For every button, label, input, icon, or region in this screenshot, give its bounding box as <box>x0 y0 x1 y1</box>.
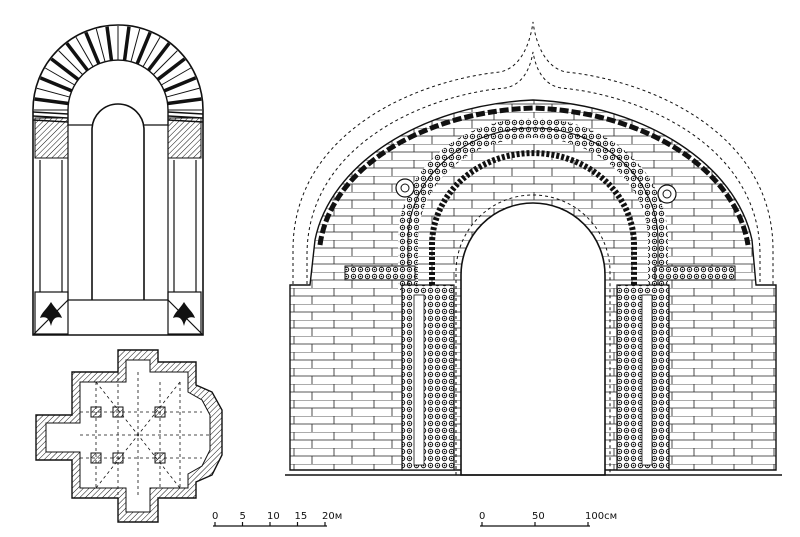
voussoir <box>32 111 69 115</box>
flower-ornament-right <box>173 302 195 326</box>
voussoir <box>153 50 178 75</box>
window-elevation <box>32 24 204 336</box>
window-voussoirs <box>32 26 204 123</box>
voussoir <box>167 111 204 115</box>
voussoir <box>50 57 80 81</box>
scale-portal-label: 0 <box>479 511 485 522</box>
scale-bar-plan: 0 5 10 15 20м <box>212 511 342 527</box>
voussoir <box>65 42 89 72</box>
voussoir <box>122 26 131 61</box>
voussoir <box>36 87 70 98</box>
voussoir <box>142 37 161 67</box>
voussoir <box>34 97 69 106</box>
rosette-right <box>657 184 677 204</box>
portal-elevation <box>285 21 782 476</box>
voussoir <box>39 76 73 93</box>
scale-plan-label: 10 <box>267 511 280 522</box>
voussoir <box>130 28 141 62</box>
scale-bar-portal: 0 50 100см <box>479 511 617 527</box>
scale-portal-label: 100см <box>585 511 617 522</box>
scale-plan-label: 15 <box>295 511 308 522</box>
voussoir <box>147 42 171 72</box>
rosette-left <box>395 178 415 198</box>
scale-plan-label: 20м <box>322 511 342 522</box>
voussoir <box>58 50 83 75</box>
scale-plan-label: 5 <box>240 511 246 522</box>
voussoir <box>167 97 202 106</box>
voussoir <box>156 57 186 81</box>
voussoir <box>135 31 152 65</box>
voussoir <box>84 31 101 65</box>
voussoir <box>75 37 94 67</box>
voussoir <box>105 26 114 61</box>
voussoir <box>163 76 197 93</box>
scale-portal-label: 50 <box>532 511 545 522</box>
floor-plan <box>35 349 223 523</box>
voussoir <box>161 67 191 86</box>
scale-plan-label: 0 <box>212 511 218 522</box>
voussoir <box>166 87 200 98</box>
voussoir <box>45 67 75 86</box>
flower-ornament-left <box>40 302 62 326</box>
voussoir <box>95 28 106 62</box>
